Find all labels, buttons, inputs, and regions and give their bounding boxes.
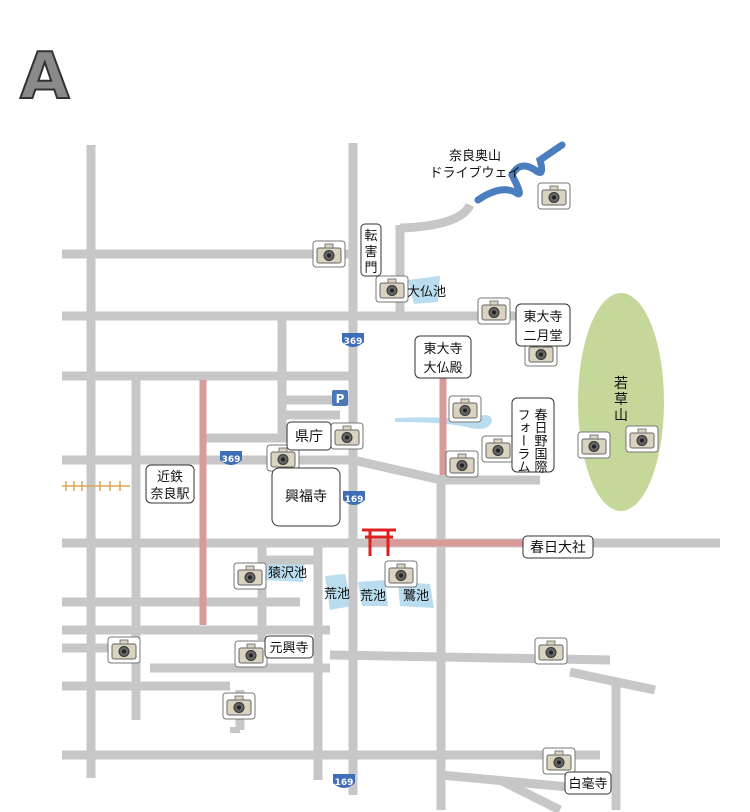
pond-araike-1	[325, 574, 352, 610]
svg-text:山: 山	[614, 408, 628, 424]
svg-text:門: 門	[364, 261, 377, 276]
svg-text:二月堂: 二月堂	[523, 329, 562, 344]
svg-text:奈良駅: 奈良駅	[150, 486, 189, 502]
camera-icon	[625, 425, 659, 453]
camera-icon	[477, 297, 511, 325]
label-box-nigatsudo	[515, 303, 571, 347]
label-box-kofukuji	[271, 467, 341, 527]
road-network	[62, 143, 720, 812]
svg-text:草: 草	[614, 392, 628, 408]
svg-text:害: 害	[364, 244, 377, 260]
camera-icon	[448, 395, 482, 423]
svg-text:フォーラム: フォーラム	[515, 408, 530, 473]
label-daibutsuike: 大仏池	[407, 285, 446, 300]
label-box-kasugataisha	[522, 535, 594, 559]
label-okuyama: 奈良奥山	[449, 148, 501, 164]
svg-text:P: P	[336, 392, 345, 406]
svg-text:春日大社: 春日大社	[530, 540, 586, 556]
label-sagiike: 鷺池	[403, 588, 429, 604]
driveway-road	[474, 141, 566, 204]
torii-icon	[362, 528, 396, 556]
place-labels: 奈良奥山 ドライブウェイ 転 害 門 大仏池 東大寺 二月堂 東大寺 大仏殿 若…	[145, 148, 628, 795]
svg-text:若: 若	[614, 376, 628, 392]
label-box-tengaimon	[360, 223, 382, 277]
camera-icon	[481, 435, 515, 463]
route-369-shield-left: 369	[220, 451, 242, 465]
svg-text:169: 169	[345, 495, 364, 505]
parking-icon: P	[332, 390, 348, 406]
label-box-kintetsu	[145, 464, 195, 504]
svg-text:興福寺: 興福寺	[285, 489, 327, 505]
camera-icon	[234, 640, 268, 668]
main-roads	[199, 378, 525, 625]
svg-text:東大寺: 東大寺	[423, 341, 462, 357]
route-369-shield-top: 369	[342, 333, 364, 347]
label-box-kasugano	[511, 397, 555, 473]
svg-text:元興寺: 元興寺	[269, 641, 308, 656]
camera-icon	[107, 636, 141, 664]
svg-text:369: 369	[344, 337, 363, 347]
railway	[62, 481, 130, 491]
camera-icon	[537, 182, 571, 210]
camera-icon	[534, 637, 568, 665]
svg-text:転: 転	[364, 229, 377, 244]
svg-text:大仏殿: 大仏殿	[423, 361, 462, 376]
pond-sagiike	[398, 582, 434, 608]
camera-icon	[445, 450, 479, 478]
svg-text:県庁: 県庁	[295, 429, 323, 445]
route-169-shield-mid: 169	[343, 491, 365, 505]
svg-text:春日野国際: 春日野国際	[532, 408, 548, 473]
camera-icon	[375, 275, 409, 303]
label-box-daibutsuden	[414, 335, 472, 379]
camera-icon	[542, 747, 576, 775]
pond-araike-2	[358, 580, 388, 606]
route-169-shield-bottom: 169	[333, 774, 355, 788]
label-driveway: ドライブウェイ	[429, 165, 520, 181]
map-letter: A	[20, 40, 70, 114]
camera-icon	[233, 562, 267, 590]
label-araike-2: 荒池	[360, 589, 386, 604]
camera-icon	[312, 240, 346, 268]
svg-text:白毫寺: 白毫寺	[568, 776, 607, 792]
svg-text:169: 169	[335, 778, 354, 788]
camera-icon	[577, 431, 611, 459]
label-box-byakugoji	[564, 771, 612, 795]
camera-icon	[222, 692, 256, 720]
label-box-gangoji	[264, 635, 314, 659]
svg-text:369: 369	[222, 455, 241, 465]
camera-icon	[384, 560, 418, 588]
label-araike-1: 荒池	[324, 587, 350, 602]
label-sarusawaike: 猿沢池	[268, 566, 307, 581]
svg-text:近鉄: 近鉄	[157, 470, 183, 485]
pond-daibutsuike	[408, 276, 440, 304]
camera-icon	[330, 422, 364, 450]
svg-text:東大寺: 東大寺	[523, 309, 562, 325]
label-box-kencho	[286, 421, 332, 451]
